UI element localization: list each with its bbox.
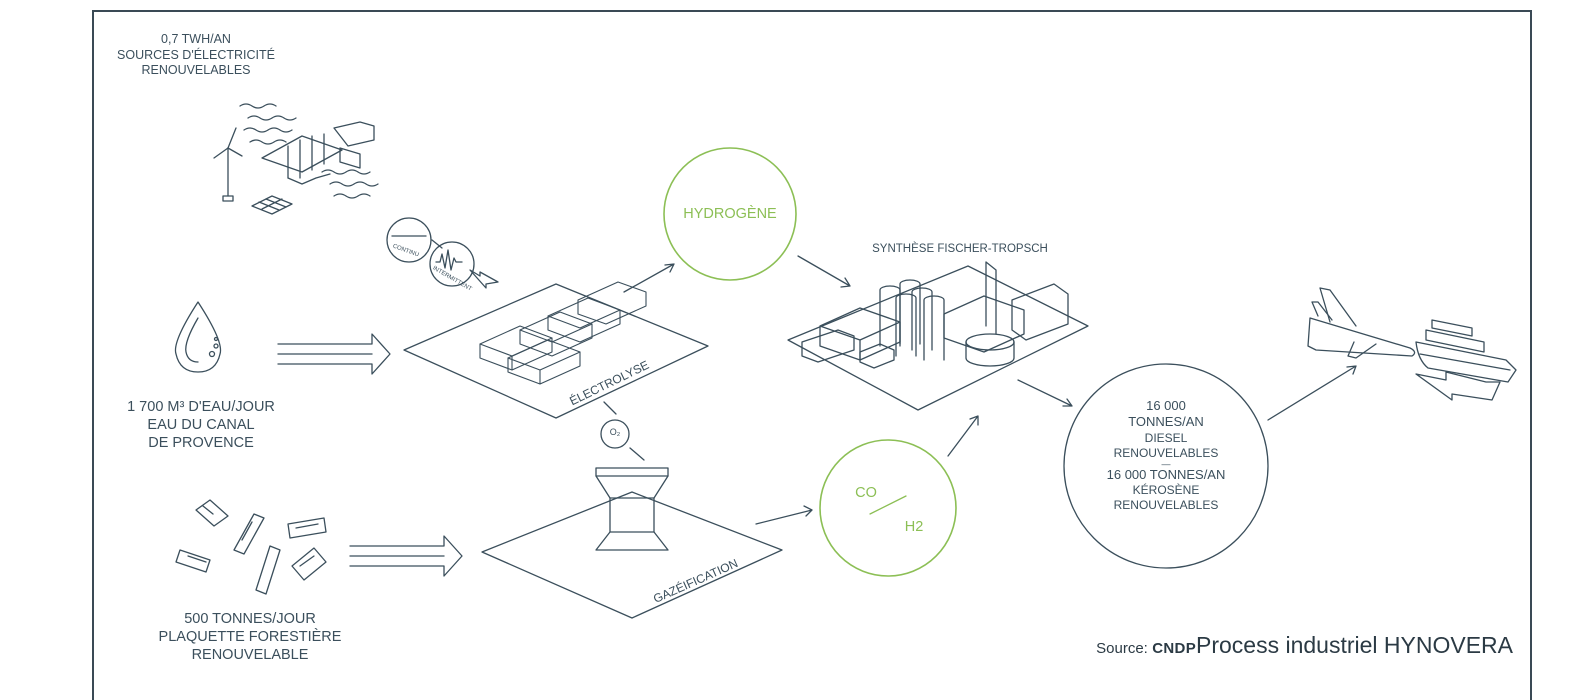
source-prefix: Source: (1096, 640, 1148, 657)
wood-label: 500 TONNES/JOUR PLAQUETTE FORESTIÈRE REN… (140, 610, 360, 664)
wood-line1: 500 TONNES/JOUR (184, 611, 316, 627)
electricity-line1: 0,7 TWH/AN (161, 32, 231, 46)
oxygen-circle (600, 419, 630, 449)
water-line1: 1 700 M³ D'EAU/JOUR (127, 399, 275, 415)
output-line7: RENOUVELABLES (1113, 498, 1219, 513)
water-line3: DE PROVENCE (148, 435, 254, 452)
renewable-energy-icon (213, 103, 379, 215)
output-line5: 16 000 TONNES/AN (1106, 466, 1226, 482)
meter-icons (386, 217, 499, 289)
output-label: 16 000 TONNES/AN DIESEL RENOUVELABLES — … (1070, 398, 1262, 513)
hydrogene-circle (663, 147, 797, 281)
water-drop-icon (174, 301, 222, 373)
hydrogene-label: HYDROGÈNE (683, 206, 777, 222)
electricity-line3: RENOUVELABLES (141, 63, 251, 78)
output-line4: RENOUVELABLES (1113, 445, 1219, 460)
electrolyse-platform (403, 281, 709, 419)
source-caption: Source: CNDPProcess industriel HYNOVERA (1096, 632, 1513, 659)
source-org: CNDP (1152, 640, 1196, 657)
gazeification-platform (481, 467, 783, 619)
output-line1: 16 000 (1146, 398, 1186, 413)
flow-arrows (603, 255, 1357, 525)
plane-and-ship-icon (1307, 287, 1517, 401)
diagram-frame (92, 10, 1532, 700)
fischer-tropsch-plant (787, 261, 1089, 411)
syngas-h2-label: H2 (904, 519, 924, 535)
output-circle (1063, 363, 1269, 569)
syngas-co-label: CO (855, 485, 877, 501)
wood-line2: PLAQUETTE FORESTIÈRE (158, 629, 342, 646)
output-line6: KÉROSÈNE (1132, 483, 1200, 498)
oxygen-label: O₂ (609, 427, 621, 437)
output-sep: — (1161, 458, 1171, 469)
output-line2: TONNES/AN (1128, 414, 1204, 430)
electricity-line2: SOURCES D'ÉLECTRICITÉ (117, 47, 275, 62)
electricity-label: 0,7 TWH/AN SOURCES D'ÉLECTRICITÉ RENOUVE… (96, 32, 296, 79)
water-line2: EAU DU CANAL (147, 417, 255, 434)
syngas-circle (819, 439, 957, 577)
synthese-label: SYNTHÈSE FISCHER-TROPSCH (872, 243, 1048, 255)
hollow-arrows (277, 333, 463, 577)
source-title: Process industriel HYNOVERA (1196, 632, 1513, 658)
output-line3: DIESEL (1144, 430, 1188, 445)
wood-line3: RENOUVELABLE (191, 647, 309, 664)
water-label: 1 700 M³ D'EAU/JOUR EAU DU CANAL DE PROV… (96, 398, 306, 452)
wood-chips-icon (175, 499, 327, 595)
